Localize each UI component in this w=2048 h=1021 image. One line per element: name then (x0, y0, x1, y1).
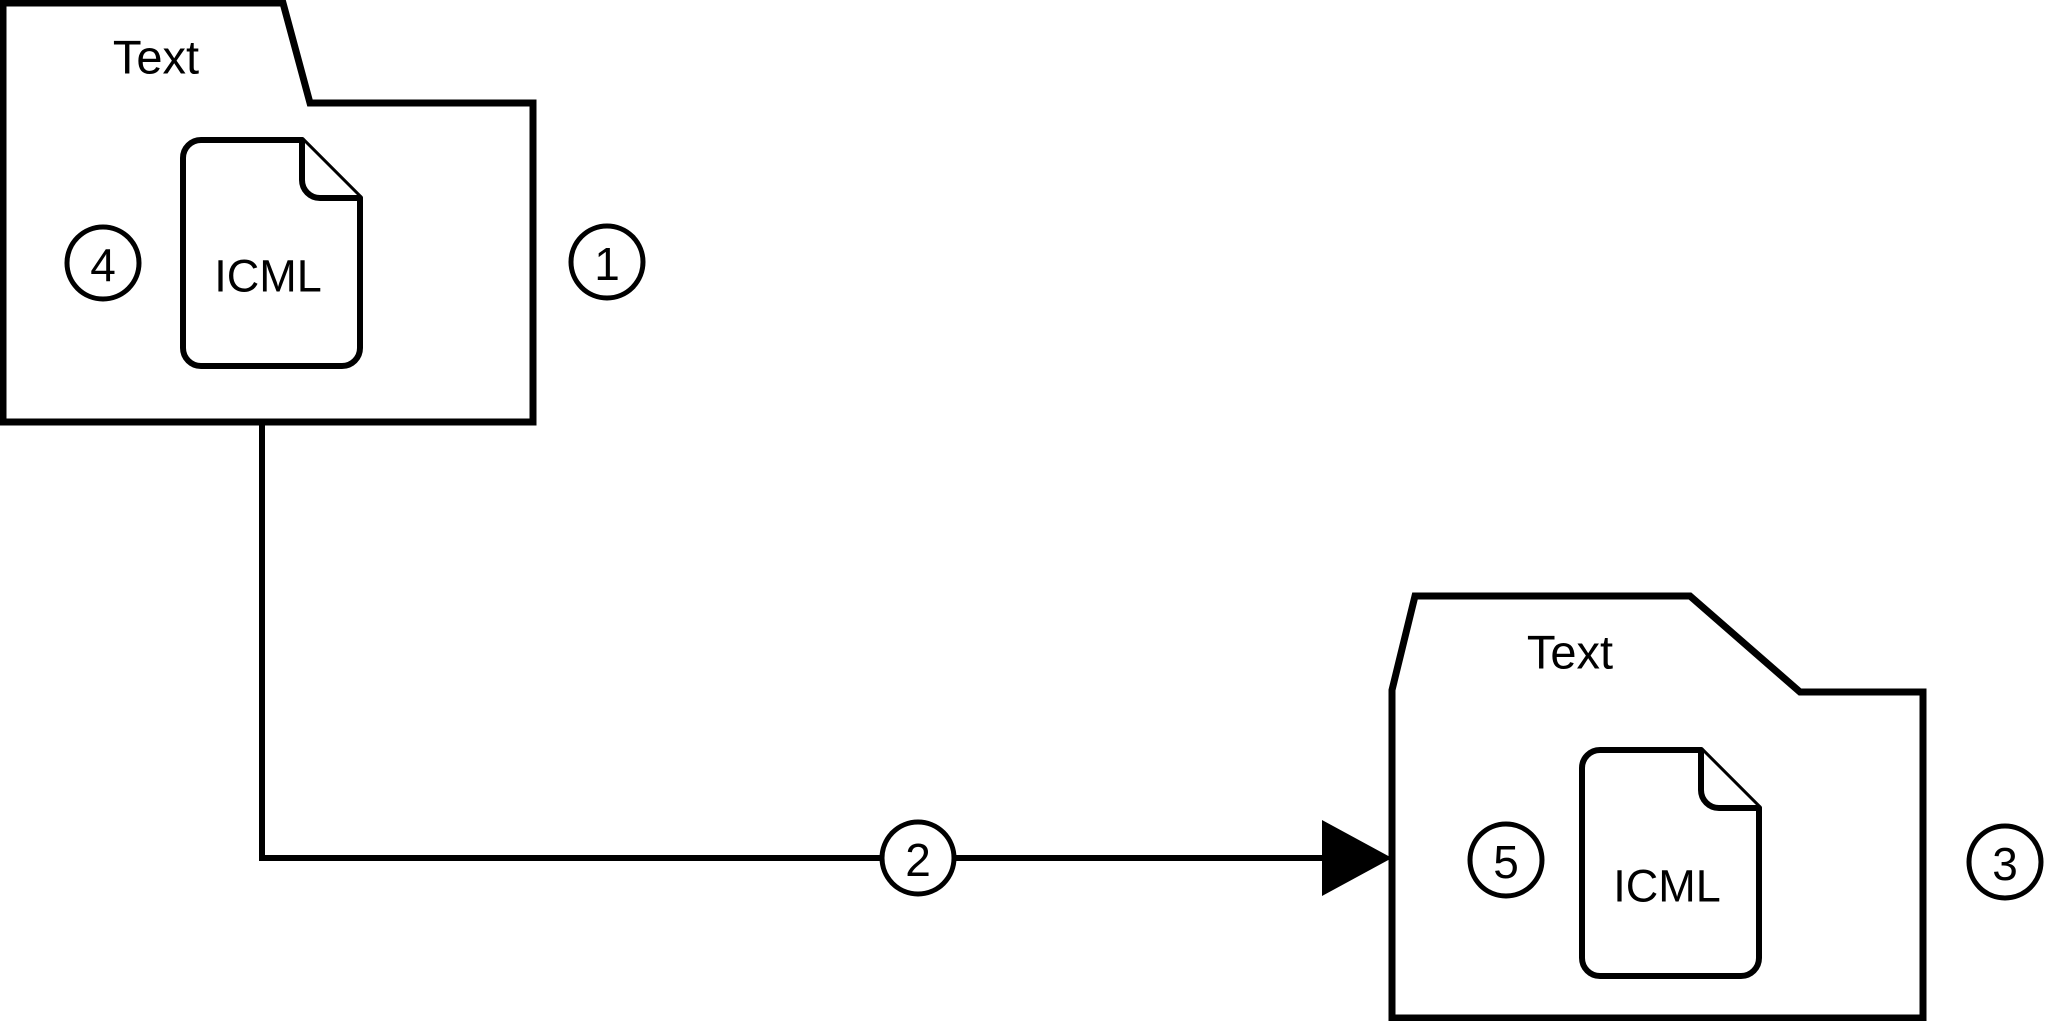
folder-target-document[interactable]: ICML (1579, 747, 1762, 979)
folder-source-doc-label: ICML (214, 251, 322, 302)
folder-target[interactable]: Text ICML 5 (1388, 592, 1927, 1021)
document-fold-icon (1698, 747, 1762, 811)
badge-5-circle (1467, 821, 1545, 899)
badge-4-label: 4 (90, 239, 116, 291)
badge-5-label: 5 (1493, 836, 1519, 888)
folder-target-outline (1388, 592, 1927, 1021)
badge-5[interactable]: 5 (1467, 821, 1545, 899)
badge-4[interactable]: 4 (64, 224, 142, 302)
badge-3-circle (1966, 823, 2044, 901)
folder-source-label: Text (113, 31, 199, 84)
badge-2-circle (879, 819, 957, 897)
badge-3-label: 3 (1992, 838, 2018, 890)
badge-1[interactable]: 1 (568, 223, 646, 301)
badge-1-circle (568, 223, 646, 301)
badge-2[interactable]: 2 (879, 819, 957, 897)
arrowhead-icon (1322, 820, 1392, 896)
folder-target-label: Text (1527, 626, 1613, 679)
folder-target-doc-label: ICML (1613, 861, 1721, 912)
badge-1-label: 1 (594, 238, 620, 290)
document-fold-icon (299, 137, 363, 201)
badge-2-label: 2 (905, 834, 931, 886)
badge-4-circle (64, 224, 142, 302)
folder-source[interactable]: Text ICML 4 (0, 0, 537, 426)
connector-path (259, 422, 1334, 861)
folder-source-document[interactable]: ICML (180, 137, 363, 369)
edge-source-to-target[interactable] (259, 422, 1392, 896)
badge-3[interactable]: 3 (1966, 823, 2044, 901)
folder-source-outline (0, 0, 537, 426)
